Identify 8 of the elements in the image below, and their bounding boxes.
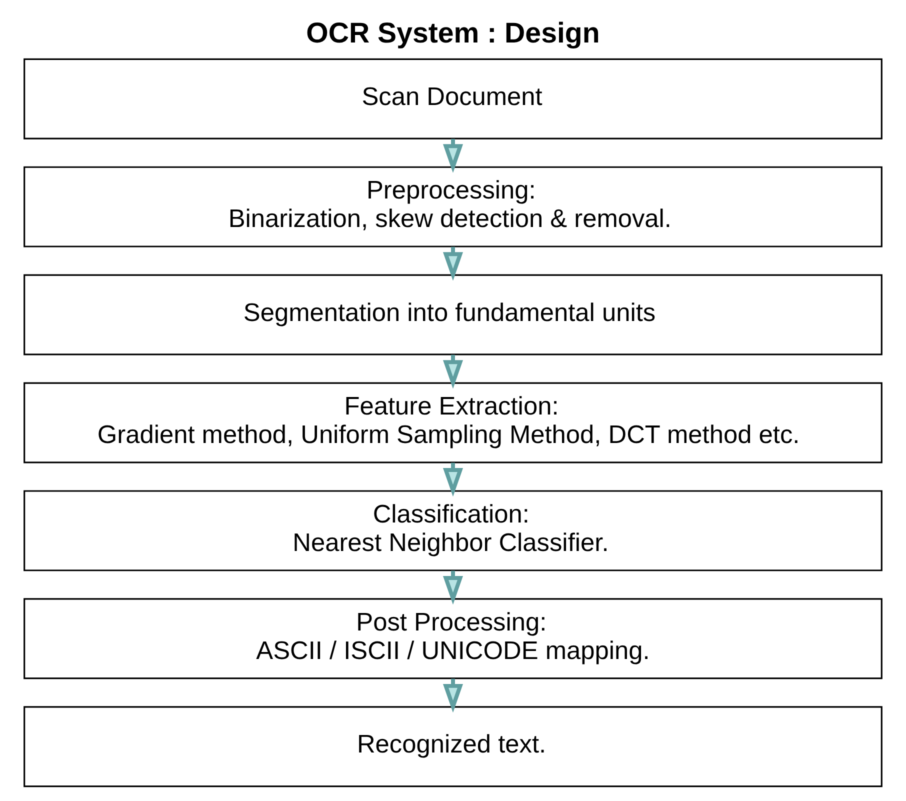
- diagram-title: OCR System : Design: [306, 17, 600, 50]
- node-box: Recognized text.: [24, 706, 882, 788]
- node-box: Segmentation into fundamental units: [24, 274, 882, 356]
- node-box: Scan Document: [24, 58, 882, 140]
- node-box: Post Processing: ASCII / ISCII / UNICODE mapping.: [24, 598, 882, 680]
- node-box: Preprocessing: Binarization, skew detection & removal.: [24, 166, 882, 248]
- node-box: Feature Extraction: Gradient method, Uniform Sampling Method, DCT method etc.: [24, 382, 882, 464]
- node-box: Classification: Nearest Neighbor Classifier.: [24, 490, 882, 572]
